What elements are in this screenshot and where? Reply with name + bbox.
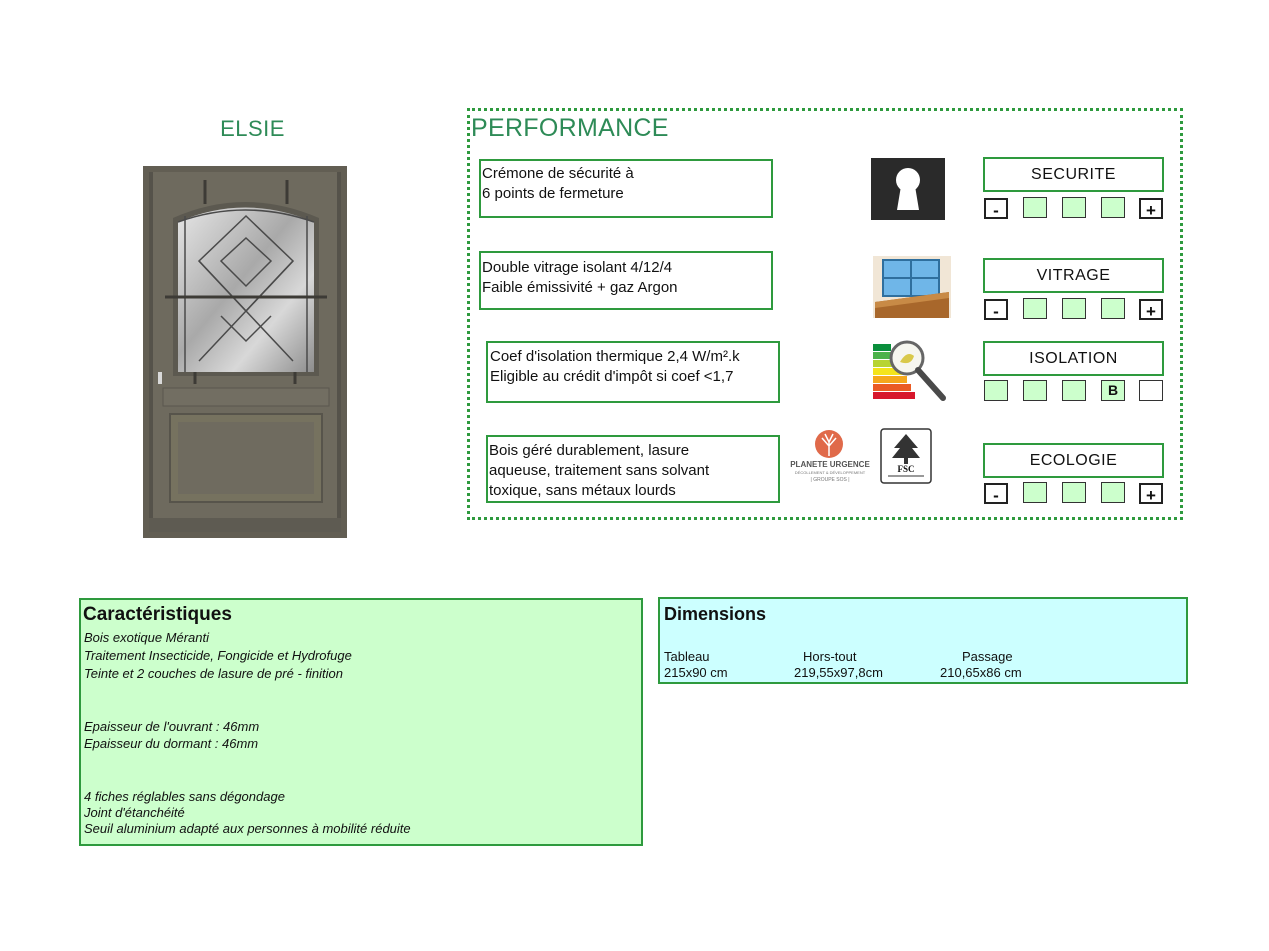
isolation-rating-b: B: [1101, 380, 1125, 401]
securite-plus: +: [1139, 198, 1163, 220]
ecologie-description: Bois géré durablement, lasure aqueuse, t…: [486, 435, 780, 503]
characteristic-line: Traitement Insecticide, Fongicide et Hyd…: [84, 648, 352, 663]
securite-box: [1101, 197, 1125, 218]
characteristic-line: Epaisseur de l'ouvrant : 46mm: [84, 719, 260, 734]
ecologie-box: [1101, 482, 1125, 503]
ecologie-box: [1023, 482, 1047, 503]
securite-minus: -: [984, 198, 1008, 220]
planete-urgence-tagline: DÉCOLLEMENT & DÉVELOPPEMENT: [794, 470, 866, 475]
planete-urgence-name: PLANETE URGENCE: [790, 460, 870, 469]
dimension-header-hors-tout: Hors-tout: [803, 649, 857, 664]
performance-title: PERFORMANCE: [471, 114, 669, 142]
dimension-header-tableau: Tableau: [664, 649, 710, 664]
characteristic-line: Teinte et 2 couches de lasure de pré - f…: [84, 666, 343, 681]
dimensions-panel: [658, 597, 1188, 684]
characteristic-line: Joint d'étanchéité: [84, 805, 185, 820]
isolation-description: Coef d'isolation thermique 2,4 W/m².k El…: [486, 341, 780, 403]
ecologie-plus: +: [1139, 483, 1163, 505]
planete-urgence-logo: PLANETE URGENCE DÉCOLLEMENT & DÉVELOPPEM…: [786, 428, 874, 488]
dimension-value-passage: 210,65x86 cm: [940, 665, 1022, 680]
isolation-label: ISOLATION: [983, 341, 1164, 376]
vitrage-minus: -: [984, 299, 1008, 321]
ecologie-minus: -: [984, 483, 1008, 505]
characteristics-panel: [79, 598, 643, 846]
window-icon: [873, 256, 951, 318]
vitrage-label: VITRAGE: [983, 258, 1164, 293]
keyhole-icon: [871, 158, 945, 220]
vitrage-box: [1101, 298, 1125, 319]
securite-box: [1023, 197, 1047, 218]
vitrage-box: [1062, 298, 1086, 319]
characteristic-line: Seuil aluminium adapté aux personnes à m…: [84, 821, 411, 836]
characteristics-title: Caractéristiques: [83, 604, 232, 625]
door-image: [143, 166, 347, 538]
product-title: ELSIE: [220, 116, 285, 141]
characteristic-line: Bois exotique Méranti: [84, 630, 210, 645]
ecologie-label: ECOLOGIE: [983, 443, 1164, 478]
ecologie-box: [1062, 482, 1086, 503]
isolation-box: [1023, 380, 1047, 401]
isolation-box: [1139, 380, 1163, 401]
securite-box: [1062, 197, 1086, 218]
vitrage-plus: +: [1139, 299, 1163, 321]
securite-description: Crémone de sécurité à 6 points de fermet…: [479, 159, 773, 218]
dimensions-title: Dimensions: [664, 604, 767, 624]
isolation-box: [1062, 380, 1086, 401]
fsc-logo: FSC: [880, 428, 934, 500]
dimension-value-tableau: 215x90 cm: [664, 665, 728, 680]
vitrage-box: [1023, 298, 1047, 319]
energy-label-icon: [871, 336, 951, 408]
fsc-name: FSC: [897, 464, 915, 474]
dimension-header-passage: Passage: [962, 649, 1013, 664]
characteristic-line: Epaisseur du dormant : 46mm: [84, 736, 259, 751]
dimension-value-hors-tout: 219,55x97,8cm: [794, 665, 883, 680]
securite-label: SECURITE: [983, 157, 1164, 192]
isolation-box: [984, 380, 1008, 401]
planete-urgence-group: | GROUPE SOS |: [810, 477, 850, 483]
vitrage-description: Double vitrage isolant 4/12/4 Faible émi…: [479, 251, 773, 310]
characteristic-line: 4 fiches réglables sans dégondage: [84, 789, 285, 804]
performance-panel: [467, 108, 1183, 520]
